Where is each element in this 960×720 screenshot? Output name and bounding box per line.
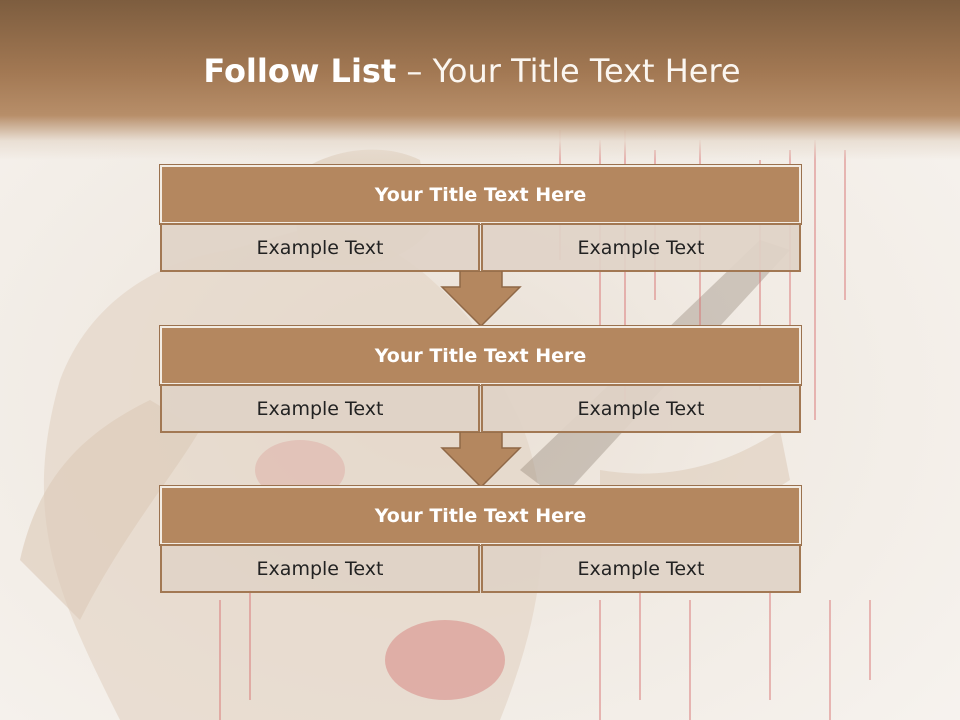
list-item-title: Your Title Text Here [159, 485, 802, 546]
list-item-title: Your Title Text Here [159, 325, 802, 386]
title-separator: – [396, 52, 433, 90]
list-item-title: Your Title Text Here [159, 164, 802, 225]
slide-title: Follow List – Your Title Text Here [0, 52, 944, 90]
list-item: Your Title Text Here Example Text Exampl… [159, 164, 802, 272]
list-item-cell-left: Example Text [160, 223, 480, 272]
list-item-cell-left: Example Text [160, 544, 480, 593]
list-item-cell-right: Example Text [481, 384, 801, 433]
list-item-cell-right: Example Text [481, 544, 801, 593]
list-item-cell-right: Example Text [481, 223, 801, 272]
title-rest: Your Title Text Here [432, 52, 741, 90]
list-item: Your Title Text Here Example Text Exampl… [159, 485, 802, 593]
list-item: Your Title Text Here Example Text Exampl… [159, 325, 802, 433]
down-arrow-icon [440, 432, 522, 488]
down-arrow-icon [440, 271, 522, 327]
title-bold: Follow List [203, 52, 397, 90]
header-band [0, 0, 960, 160]
list-item-cell-left: Example Text [160, 384, 480, 433]
